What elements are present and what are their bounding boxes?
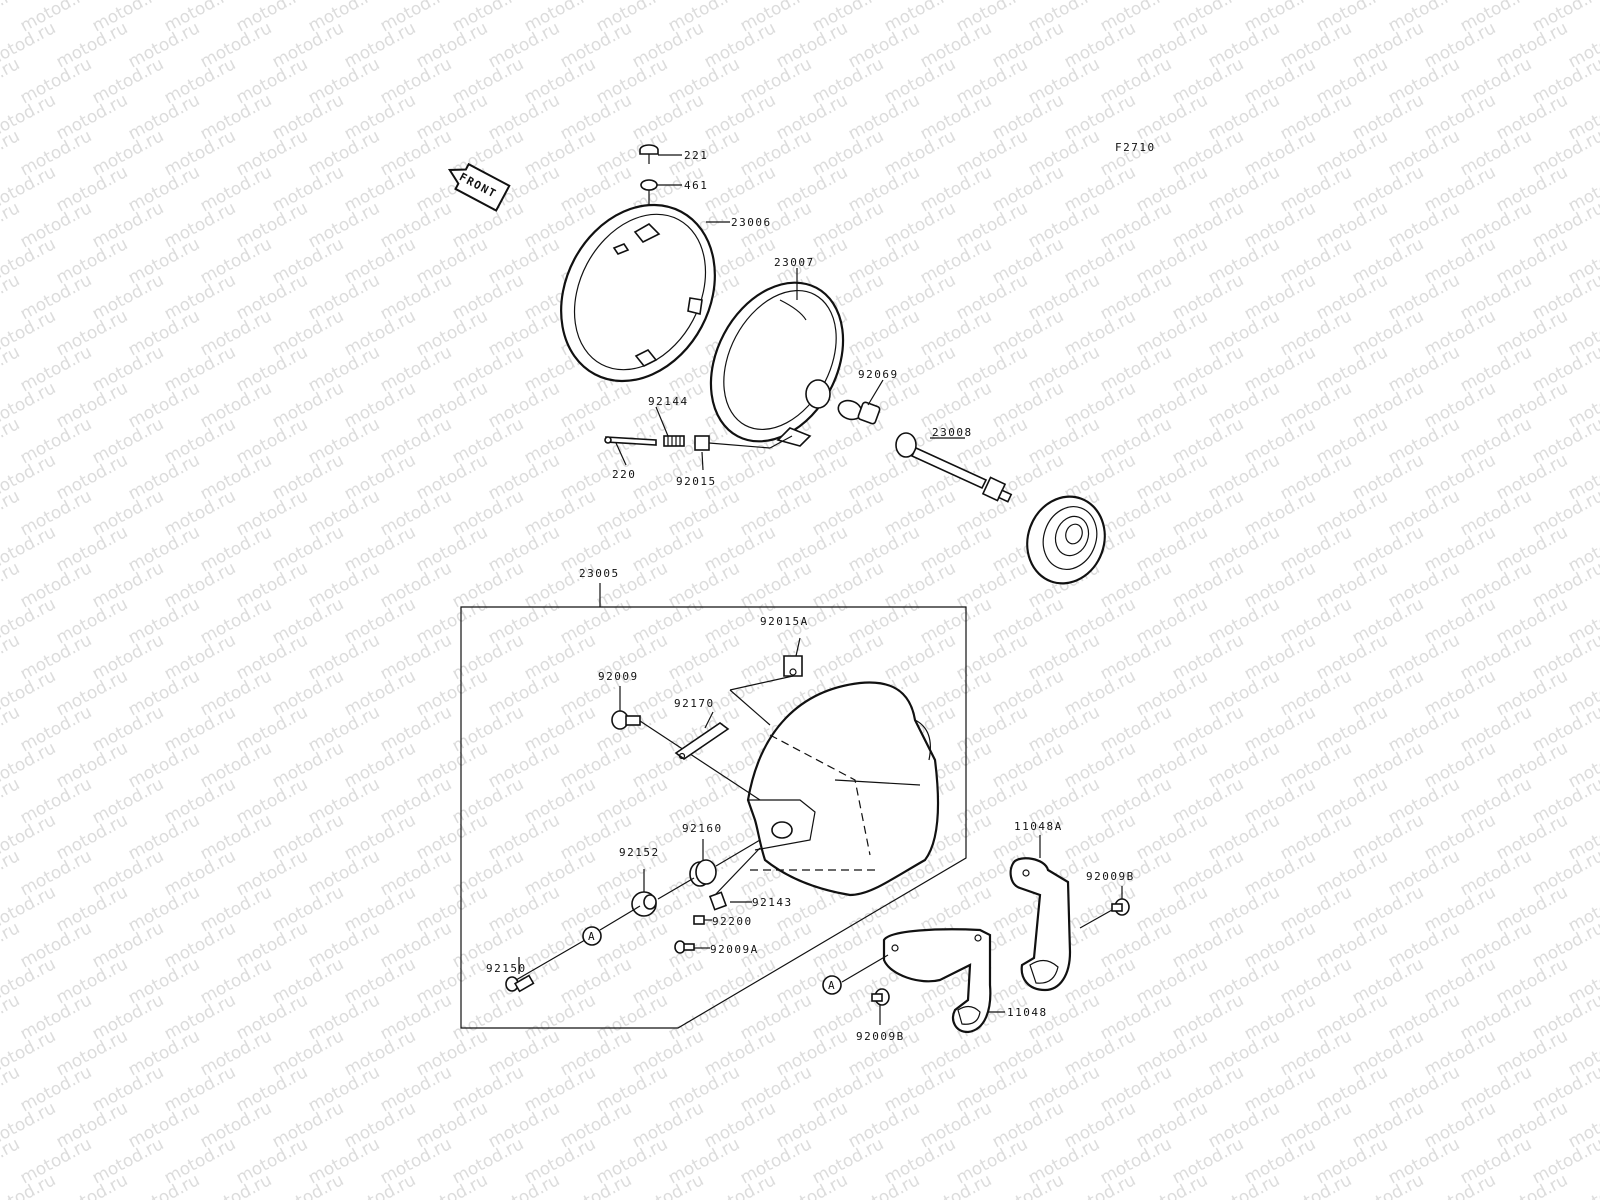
rubber-cap <box>1026 495 1106 585</box>
part-label-11048: 11048 <box>1007 1006 1048 1019</box>
part-label-220: 220 <box>612 468 636 481</box>
socket-harness-23008 <box>895 432 1013 503</box>
watermark-text: motod.ru <box>1565 1170 1600 1200</box>
watermark-text: motod.ru <box>0 1134 23 1188</box>
part-label-23005: 23005 <box>579 567 620 580</box>
bolt-92009B-lower <box>871 988 890 1006</box>
nut-92015 <box>694 435 710 451</box>
strap-92170 <box>674 722 730 760</box>
figure-code: F2710 <box>1115 141 1156 154</box>
grommet-92160 <box>689 859 717 887</box>
part-label-92015A: 92015A <box>760 615 809 628</box>
bracket-11048A <box>1009 857 1072 992</box>
bolt-92009B-upper <box>1111 898 1130 916</box>
part-label-92144: 92144 <box>648 395 689 408</box>
part-label-23008: 23008 <box>932 426 973 439</box>
clip-92015A <box>783 655 803 677</box>
collar-92152 <box>631 891 657 917</box>
part-label-92143: 92143 <box>752 896 793 909</box>
bolt-221 <box>639 144 659 164</box>
housing-kit-box-23005 <box>460 606 967 1029</box>
watermark-text: motod.ru <box>0 486 23 540</box>
watermark-text: motod.ru <box>0 630 23 684</box>
part-label-92009B-upper: 92009B <box>1086 870 1135 883</box>
bulb-92069 <box>837 399 881 425</box>
part-label-92069: 92069 <box>858 368 899 381</box>
part-label-23006: 23006 <box>731 216 772 229</box>
watermark-text: motod.ru <box>0 558 23 612</box>
watermark-text: motod.ru <box>0 198 23 252</box>
watermark-text: motod.ru <box>0 1062 23 1116</box>
watermark-text: motod.ru <box>0 846 23 900</box>
marker-a-left: A <box>582 926 602 946</box>
part-label-92170: 92170 <box>674 697 715 710</box>
part-label-92200: 92200 <box>712 915 753 928</box>
watermark-text: motod.ru <box>0 342 23 396</box>
watermark-text: motod.ru <box>0 774 23 828</box>
marker-a-right: A <box>822 975 842 995</box>
headlight-rim-23006 <box>560 203 716 383</box>
screw-92009A <box>674 940 695 954</box>
nut-92143 <box>708 891 728 911</box>
part-label-221: 221 <box>684 149 708 162</box>
bracket-11048 <box>882 928 992 1034</box>
part-labels: 221 461 23006 23007 92069 92144 23008 22… <box>486 149 1135 1043</box>
part-label-92015: 92015 <box>676 475 717 488</box>
part-label-92160: 92160 <box>682 822 723 835</box>
bolt-92150 <box>505 974 535 993</box>
watermark-text: motod.ru <box>0 126 23 180</box>
spring-92200 <box>693 915 705 925</box>
washer-461 <box>640 179 658 191</box>
spring-92144 <box>663 435 685 447</box>
watermark-text: motod.ru <box>0 54 23 108</box>
part-label-92009B-lower: 92009B <box>856 1030 905 1043</box>
part-label-11048A: 11048A <box>1014 820 1063 833</box>
watermark-text: motod.ru <box>0 270 23 324</box>
part-label-92009: 92009 <box>598 670 639 683</box>
watermark-text: motod.ru <box>0 990 23 1044</box>
part-label-92009A: 92009A <box>710 943 759 956</box>
reflector-unit-23007 <box>709 281 845 447</box>
part-label-461: 461 <box>684 179 708 192</box>
marker-a-right-label: A <box>828 979 836 992</box>
headlight-housing <box>746 681 940 897</box>
marker-a-left-label: A <box>588 930 596 943</box>
adjust-screw-220 <box>604 436 657 446</box>
watermark-text: motod.ru <box>0 414 23 468</box>
watermark-text: motod.ru <box>0 918 23 972</box>
part-label-92152: 92152 <box>619 846 660 859</box>
part-label-23007: 23007 <box>774 256 815 269</box>
part-label-92150: 92150 <box>486 962 527 975</box>
watermark-text: motod.ru <box>0 702 23 756</box>
